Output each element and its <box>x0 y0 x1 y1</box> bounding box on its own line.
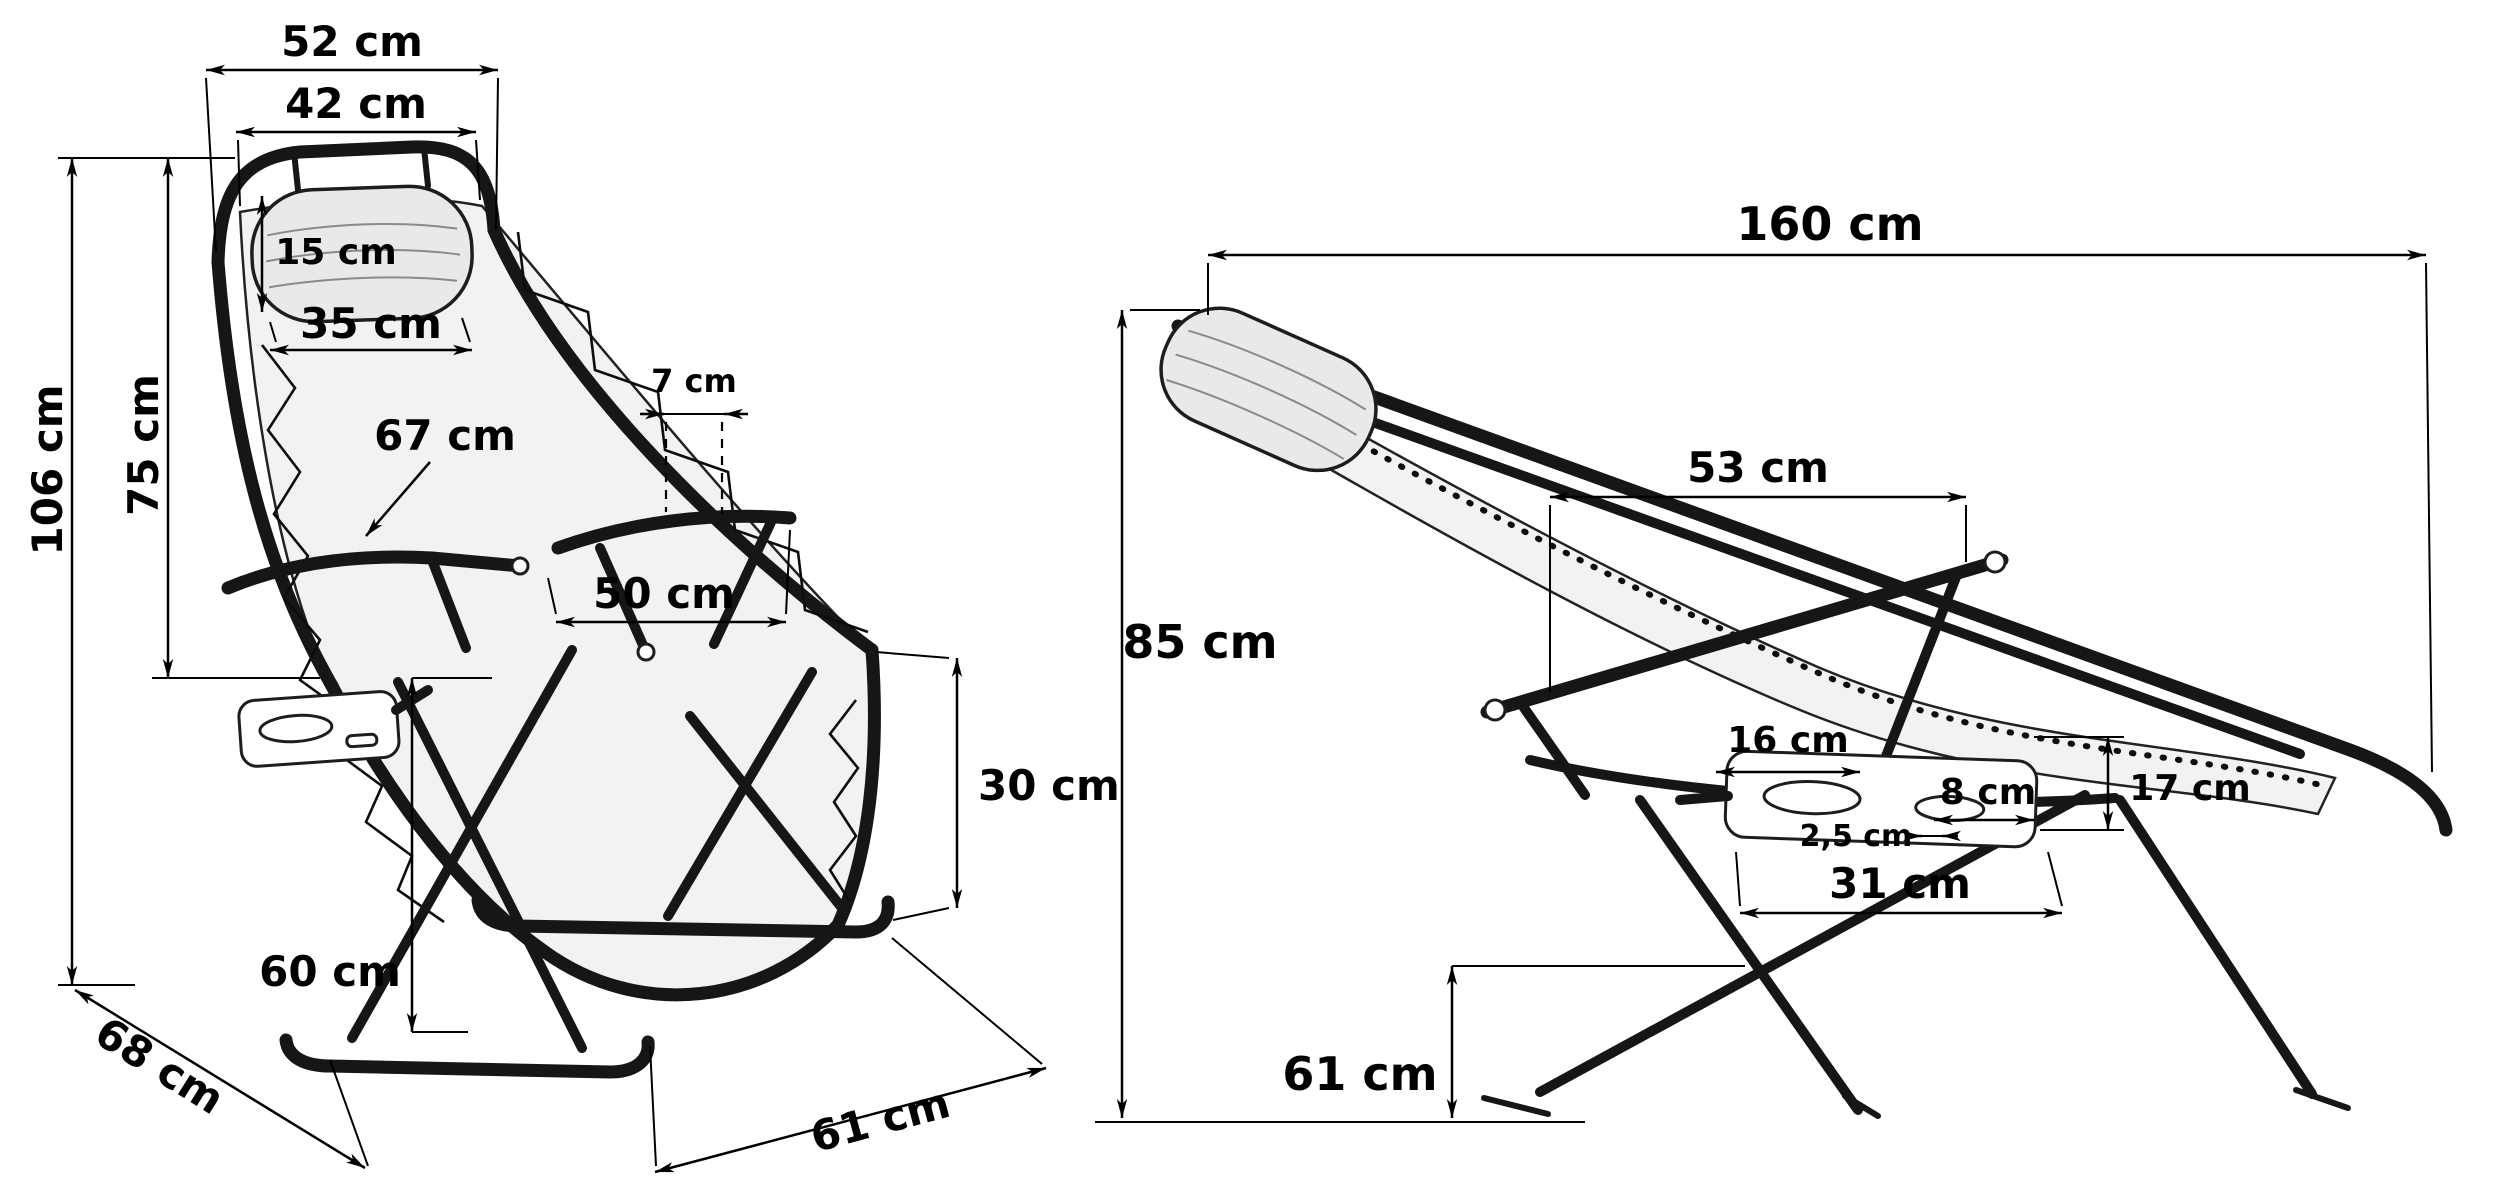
side-pivot-bolt-front <box>1983 550 2007 574</box>
front-lacing-seat <box>828 699 860 903</box>
cup-hole-width-label: 8 cm <box>1940 772 2036 813</box>
side-rear-leg-right <box>2115 795 2317 1099</box>
side-foot-front <box>1842 1093 1881 1119</box>
dim-frame-top-width: 52 cm <box>205 17 499 253</box>
front-right-armrest-support-a <box>595 543 651 657</box>
side-chair-drawing <box>1095 306 2453 1123</box>
front-frame-height-label: 60 cm <box>259 947 401 996</box>
dim-overall-length: 160 cm <box>1207 197 2433 773</box>
side-foot-left <box>1481 1095 1551 1117</box>
front-left-back-tube <box>211 255 339 693</box>
front-right-armrest <box>551 509 797 555</box>
dim-side-overall-height: 85 cm <box>1116 309 1278 1118</box>
dim-tray-height: 17 cm <box>2034 736 2251 831</box>
base-depth-label: 68 cm <box>87 1007 233 1124</box>
overall-height-label: 106 cm <box>23 385 72 556</box>
tray-front-length-label: 16 cm <box>1727 720 1848 761</box>
front-cupholder-tray <box>237 690 401 768</box>
armrest-tube-gap-label: 7 cm <box>651 362 737 400</box>
seat-diagonal-width-label: 67 cm <box>374 411 516 460</box>
side-headrest-pillow <box>1159 306 1378 473</box>
front-base-runner-front <box>279 1033 655 1079</box>
side-inner-rail <box>1200 357 2305 759</box>
tray-rim-width-label: 2,5 cm <box>1800 819 1913 854</box>
tray-height-label: 17 cm <box>2129 768 2250 809</box>
dim-seat-length: 53 cm <box>1549 443 1967 692</box>
seat-to-base-height-label: 30 cm <box>978 761 1120 810</box>
front-left-armrest-support <box>427 555 471 653</box>
front-top-frame-tube <box>211 140 501 269</box>
front-pillow-strap-left <box>291 149 301 193</box>
front-lacing-left <box>260 344 445 924</box>
side-fabric-sling <box>1194 350 2337 816</box>
front-pivot-bolt-b <box>510 556 530 576</box>
front-headrest-pillow <box>250 184 474 324</box>
dim-pivot-height: 61 cm <box>1282 965 1745 1118</box>
backrest-height-label: 75 cm <box>119 374 168 516</box>
dim-base-depth: 68 cm <box>74 988 369 1170</box>
dim-seat-diagonal-width: 67 cm <box>365 411 516 537</box>
pivot-height-label: 61 cm <box>1282 1047 1437 1101</box>
dim-cup-hole-width: 8 cm <box>1934 772 2036 826</box>
dim-tray-length: 31 cm <box>1735 851 2063 919</box>
dim-armrest-span: 50 cm <box>547 529 791 628</box>
side-armrest <box>1480 553 2009 719</box>
side-front-leg <box>1635 795 1863 1115</box>
dim-headrest-height: 15 cm <box>256 196 397 312</box>
side-pivot-bolt-rear <box>1483 698 1507 722</box>
armrest-span-label: 50 cm <box>593 569 735 618</box>
side-cupholder-clamp <box>1675 791 1733 805</box>
dim-front-frame-height: 60 cm <box>259 677 492 1033</box>
front-base-runner-rear <box>471 893 895 939</box>
side-view: 160 cm 53 cm 85 cm 16 cm 8 cm 2,5 cm <box>1095 197 2453 1123</box>
front-leg-4 <box>663 667 817 921</box>
front-pivot-bolt-a <box>636 642 656 662</box>
dim-overall-height: 106 cm <box>23 157 235 986</box>
dim-headrest-width: 35 cm <box>269 299 472 356</box>
tray-length-label: 31 cm <box>1829 859 1971 908</box>
dim-backrest-height: 75 cm <box>119 158 320 679</box>
front-leg-1 <box>393 677 587 1053</box>
dim-tray-front-length: 16 cm <box>1716 720 1860 778</box>
dim-fabric-top-width: 42 cm <box>236 79 481 207</box>
side-foot-right <box>2293 1087 2351 1111</box>
front-left-armrest <box>221 550 527 595</box>
headrest-height-label: 15 cm <box>275 232 396 273</box>
side-overall-height-label: 85 cm <box>1122 615 1277 669</box>
fabric-top-width-label: 42 cm <box>285 79 427 128</box>
side-lacing-dots <box>1222 365 2328 789</box>
seat-length-label: 53 cm <box>1687 443 1829 492</box>
front-leg-3 <box>685 711 847 913</box>
front-right-back-tube <box>487 223 879 657</box>
dim-armrest-tube-gap: 7 cm <box>640 362 748 514</box>
frame-top-width-label: 52 cm <box>281 17 423 66</box>
side-main-rail <box>1171 319 2453 837</box>
front-view: 52 cm 42 cm 15 cm 35 cm 106 cm <box>23 17 1120 1174</box>
front-leg-2 <box>347 645 577 1043</box>
front-chair-drawing <box>211 140 895 1079</box>
base-width-label: 61 cm <box>805 1078 955 1162</box>
front-lacing-right <box>516 231 869 634</box>
side-armrest-rear-support <box>1515 697 1590 800</box>
headrest-width-label: 35 cm <box>300 299 442 348</box>
overall-length-label: 160 cm <box>1736 197 1923 251</box>
dim-seat-to-base-height: 30 cm <box>875 651 1120 921</box>
front-seat-front-tube <box>538 918 845 1002</box>
front-pillow-strap-right <box>421 145 431 189</box>
dim-tray-rim-width: 2,5 cm <box>1800 819 1961 854</box>
